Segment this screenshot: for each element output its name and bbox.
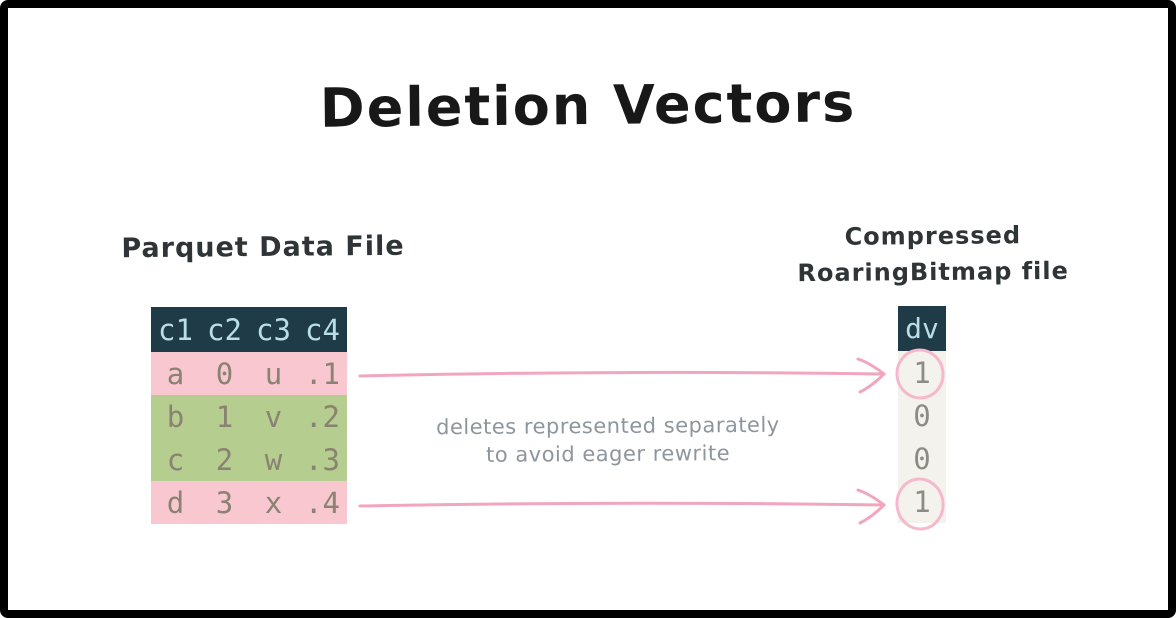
table-cell: .4 [305, 485, 340, 520]
table-cell: w [264, 442, 283, 477]
bitmap-value: 1 [898, 480, 946, 523]
bitmap-value: 1 [898, 351, 946, 394]
annotation-line1: deletes represented separately [436, 412, 780, 440]
table-cell: x [264, 485, 283, 520]
parquet-table-header: c1 c2 c3 c4 [151, 307, 347, 352]
table-cell: .3 [305, 442, 340, 477]
diagram-title: Deletion Vectors [319, 71, 857, 140]
bitmap-value: 0 [898, 394, 946, 437]
annotation-line2: to avoid eager rewrite [486, 441, 731, 467]
table-cell: .1 [305, 356, 340, 391]
arrow-row4-to-bit4 [358, 488, 886, 525]
table-cell: c [166, 442, 185, 477]
bitmap-file-label-line1: Compressed [844, 221, 1022, 251]
table-row: d 3 x .4 [151, 481, 347, 524]
parquet-table: c1 c2 c3 c4 a 0 u .1 b 1 v .2 c 2 w .3 d… [151, 307, 347, 524]
table-cell: 0 [215, 356, 234, 391]
table-cell: 1 [215, 399, 234, 434]
bitmap-column-header: dv [898, 306, 946, 351]
table-row: a 0 u .1 [151, 352, 347, 395]
column-header-c3: c3 [256, 312, 291, 347]
table-cell: d [166, 485, 185, 520]
bitmap-file-label: Compressed RoaringBitmap file [778, 217, 1089, 292]
column-header-c4: c4 [305, 312, 340, 347]
table-cell: .2 [305, 399, 340, 434]
table-cell: 3 [215, 485, 234, 520]
annotation-text: deletes represented separately to avoid … [398, 411, 818, 470]
table-cell: 2 [215, 442, 234, 477]
table-row: c 2 w .3 [151, 438, 347, 481]
table-cell: u [264, 356, 283, 391]
table-cell: a [166, 356, 185, 391]
column-header-c1: c1 [158, 312, 193, 347]
parquet-file-label: Parquet Data File [121, 230, 405, 265]
table-row: b 1 v .2 [151, 395, 347, 438]
column-header-c2: c2 [207, 312, 242, 347]
bitmap-value: 0 [898, 437, 946, 480]
bitmap-file-label-line2: RoaringBitmap file [797, 256, 1069, 288]
table-cell: b [166, 399, 185, 434]
table-cell: v [264, 399, 283, 434]
bitmap-column: dv 1 0 0 1 [898, 306, 946, 523]
arrow-row1-to-bit1 [358, 357, 886, 394]
